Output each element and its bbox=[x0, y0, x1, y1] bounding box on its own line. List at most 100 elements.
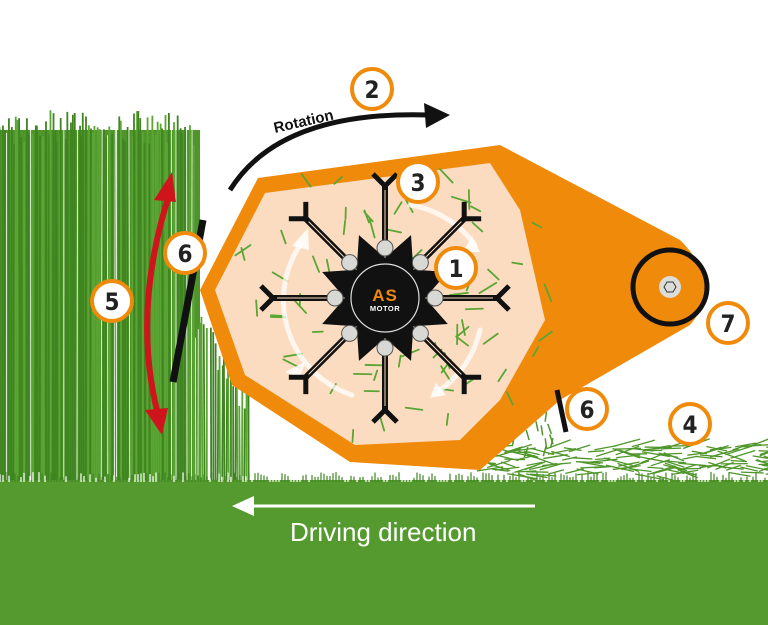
grass-blade bbox=[69, 122, 72, 481]
badge-3: 3 bbox=[396, 160, 440, 204]
mulch-clipping bbox=[517, 473, 544, 484]
mulch-clipping bbox=[728, 471, 751, 477]
mulch-clipping bbox=[530, 447, 555, 456]
chamber-clipping bbox=[487, 268, 500, 281]
grass-blade bbox=[35, 125, 39, 481]
svg-text:3: 3 bbox=[410, 169, 425, 197]
inner-rotation-arrows bbox=[280, 202, 483, 398]
mulch-clipping bbox=[663, 464, 680, 470]
mulch-clipping bbox=[701, 446, 722, 455]
falling-clipping bbox=[535, 421, 539, 432]
mulch-clipping bbox=[763, 455, 768, 459]
mulch-clipping bbox=[628, 468, 652, 473]
roller-hub bbox=[659, 276, 681, 298]
chamber-clipping bbox=[397, 354, 402, 368]
chamber-clipping bbox=[482, 332, 499, 345]
falling-clipping bbox=[523, 446, 529, 458]
chamber-clipping bbox=[445, 412, 450, 426]
mulch-clipping bbox=[582, 461, 601, 464]
badge-5: 5 bbox=[90, 279, 134, 323]
logo-motor: MOTOR bbox=[370, 304, 400, 313]
mulch-clipping bbox=[634, 473, 665, 481]
mulch-clipping bbox=[595, 449, 617, 458]
mulch-clipping bbox=[740, 471, 764, 474]
chamber-clipping bbox=[440, 365, 452, 383]
mulch-clipping bbox=[651, 466, 676, 475]
rear-flap bbox=[554, 389, 569, 433]
grass-blade bbox=[235, 381, 239, 481]
bolt-icon bbox=[326, 289, 344, 307]
chamber-clipping bbox=[342, 219, 347, 235]
mulch-clipping bbox=[667, 460, 687, 464]
grass-blade bbox=[18, 118, 21, 481]
ground bbox=[0, 480, 768, 625]
mulch-clipping bbox=[745, 464, 768, 471]
mulch-clipping bbox=[618, 461, 640, 467]
chamber-clipping bbox=[511, 261, 524, 266]
chamber-clipping bbox=[368, 219, 376, 239]
mulch-clipping bbox=[547, 448, 577, 455]
mulch-clipping bbox=[725, 445, 753, 456]
chamber-clipping bbox=[538, 330, 553, 342]
mulch-clipping bbox=[528, 462, 558, 471]
chamber-clipping bbox=[505, 391, 514, 406]
bolt-icon bbox=[341, 324, 359, 342]
grass-blade bbox=[59, 118, 63, 481]
mulch-clipping bbox=[658, 452, 679, 459]
chamber-clipping bbox=[300, 173, 312, 188]
mulch-clipping bbox=[665, 460, 685, 468]
chamber-clipping bbox=[464, 307, 484, 311]
grass-blade bbox=[20, 137, 23, 481]
mulch-clipping bbox=[647, 466, 664, 470]
mulch-clipping bbox=[507, 473, 537, 480]
mulch-clipping bbox=[500, 461, 516, 468]
mulch-clipping bbox=[576, 468, 599, 475]
grass-blade bbox=[42, 136, 45, 481]
grass-blade bbox=[150, 115, 154, 481]
mulch-clipping bbox=[529, 473, 557, 477]
mulch-clipping bbox=[476, 466, 504, 472]
mulch-clipping bbox=[677, 463, 697, 472]
mulch-clipping bbox=[656, 475, 678, 482]
mulch-clipping bbox=[511, 443, 533, 452]
svg-text:7: 7 bbox=[720, 310, 735, 338]
grass-blade bbox=[51, 113, 55, 481]
mulch-clipping bbox=[494, 454, 519, 462]
mulch-clipping bbox=[730, 449, 756, 459]
chamber-clipping bbox=[393, 201, 403, 215]
grass-blade bbox=[38, 136, 42, 481]
arrowhead-down-icon bbox=[145, 408, 168, 435]
mulch-clipping bbox=[595, 457, 611, 461]
falling-clipping bbox=[542, 445, 547, 457]
chamber-clipping bbox=[531, 221, 543, 229]
mulch-clipping bbox=[762, 460, 768, 463]
mulch-clipping bbox=[618, 449, 638, 457]
grass-blade bbox=[167, 113, 171, 481]
chamber-clipping bbox=[312, 255, 321, 273]
height-adjust-arrow bbox=[144, 172, 176, 435]
mulch-clipping bbox=[663, 447, 682, 450]
mulch-clipping bbox=[752, 455, 768, 460]
falling-clipping bbox=[544, 411, 548, 422]
mulch-clipping bbox=[755, 459, 768, 465]
grass-blade bbox=[81, 112, 85, 481]
grass-blade bbox=[243, 408, 246, 481]
mulch-clipping bbox=[641, 451, 671, 458]
mulch-clipping bbox=[699, 454, 723, 458]
logo-as: AS bbox=[372, 286, 398, 305]
chamber-clipping bbox=[532, 346, 540, 357]
mulch-clipping bbox=[578, 461, 607, 468]
mulch-clipping bbox=[725, 464, 741, 471]
svg-text:5: 5 bbox=[104, 288, 119, 316]
mulch-clipping bbox=[650, 459, 671, 467]
svg-text:6: 6 bbox=[579, 396, 594, 424]
grass-blade bbox=[152, 134, 155, 481]
mulch-clipping bbox=[699, 464, 715, 469]
mulch-clipping bbox=[740, 466, 759, 472]
arrow-left-icon bbox=[232, 496, 254, 516]
badge-2: 2 bbox=[350, 67, 394, 111]
mulch-clipping bbox=[759, 451, 768, 456]
mulch-clipping bbox=[664, 462, 688, 472]
mulch-clipping bbox=[525, 473, 548, 479]
